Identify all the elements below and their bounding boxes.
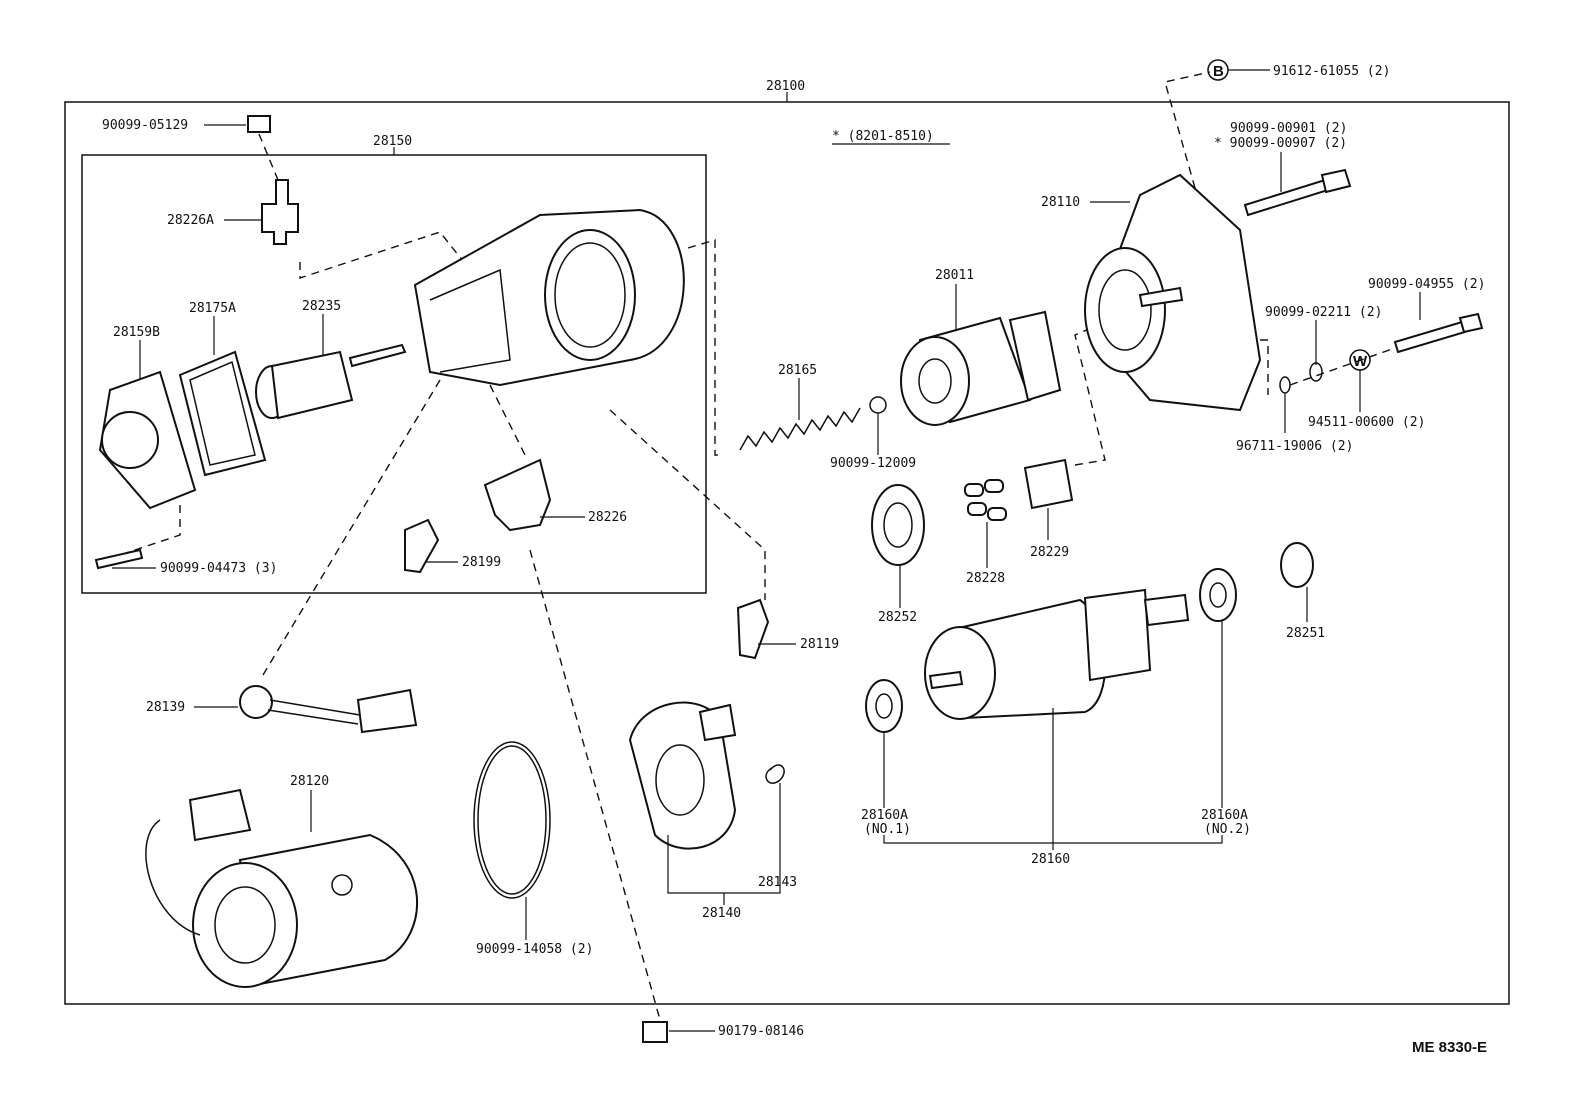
label-28120: 28120 [290,774,329,789]
label-28160A-no2: 28160A [1201,808,1248,823]
spring-28165 [739,407,861,451]
label-28175A: 28175A [189,301,236,316]
label-28160A-no2-sub: (NO.2) [1204,822,1251,837]
terminal-28226A [261,179,299,245]
label-28199: 28199 [462,555,501,570]
label-28229: 28229 [1030,545,1069,560]
idle-gear-28252 [871,484,925,566]
label-28119: 28119 [800,637,839,652]
solenoid-housing [413,208,685,387]
label-90099-14058: 90099-14058 (2) [476,942,593,957]
circle-B-text: B [1213,63,1224,80]
label-90099-00907: * 90099-00907 (2) [1214,136,1347,151]
label-90099-02211: 90099-02211 (2) [1265,305,1382,320]
oring-90099-14058 [473,741,551,899]
label-28150: 28150 [373,134,412,149]
brush-holder-28140 [628,701,737,850]
contact-28199 [404,518,440,574]
label-28140: 28140 [702,906,741,921]
armature-28160 [924,588,1190,720]
label-91612-61055: 91612-61055 (2) [1273,64,1390,79]
label-94511-00600: 94511-00600 (2) [1308,415,1425,430]
label-28251: 28251 [1286,626,1325,641]
label-28159B: 28159B [113,325,160,340]
washer-90099-02211 [1309,362,1323,382]
bolt-90099-04473 [94,548,144,570]
label-28011: 28011 [935,268,974,283]
circle-W-text: W [1353,353,1368,370]
pinion-gear-28251 [1280,542,1314,588]
nut-90179-08146 [642,1021,668,1043]
label-90179-08146: 90179-08146 [718,1024,804,1039]
label-28110: 28110 [1041,195,1080,210]
gasket-28175A [178,350,267,477]
note-serial-range: * (8201-8510) [832,129,934,144]
oring-96711-19006 [1279,376,1291,394]
label-28226A: 28226A [167,213,214,228]
bolt-90099-04955 [1393,320,1467,354]
label-28228: 28228 [966,571,1005,586]
label-28235: 28235 [302,299,341,314]
label-28100: 28100 [766,79,805,94]
label-28160A-no1-sub: (NO.1) [864,822,911,837]
label-28139: 28139 [146,700,185,715]
label-90099-05129: 90099-05129 [102,118,188,133]
rollers-28228 [964,479,1007,521]
label-96711-19006: 96711-19006 (2) [1236,439,1353,454]
label-90099-00901: 90099-00901 (2) [1230,121,1347,136]
retainer-28229 [1023,458,1074,510]
label-90099-04955: 90099-04955 (2) [1368,277,1485,292]
label-90099-04473: 90099-04473 (3) [160,561,277,576]
contact-28119 [736,598,770,660]
label-28160: 28160 [1031,852,1070,867]
label-28252: 28252 [878,610,917,625]
housing-28110 [1084,173,1262,412]
label-28226: 28226 [588,510,627,525]
spring-28143 [765,764,785,784]
label-90099-12009: 90099-12009 [830,456,916,471]
ball-90099-12009 [869,396,887,414]
lead-wire-28139 [239,685,418,734]
label-28143: 28143 [758,875,797,890]
plunger-28235 [255,343,407,420]
clutch-28011 [900,310,1062,426]
bolt-90099-00901 [1243,178,1330,217]
label-28165: 28165 [778,363,817,378]
nut-90099-05129 [247,115,271,133]
bearing-28160A-no1 [865,679,903,733]
terminal-28226 [483,458,552,532]
label-28160A-no1: 28160A [861,808,908,823]
diagram-reference-code: ME 8330-E [1412,1039,1487,1056]
bearing-28160A-no2 [1199,568,1237,622]
yoke-28120 [145,788,418,988]
